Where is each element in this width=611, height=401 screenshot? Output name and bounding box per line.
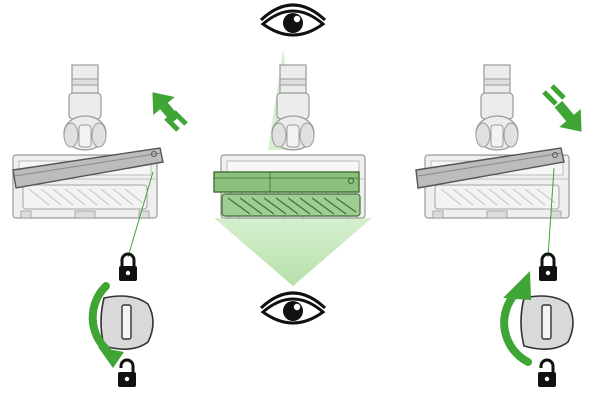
leader-line xyxy=(127,171,154,258)
cleaner-head-left xyxy=(12,64,158,219)
rotate-counterclockwise-arrow-icon xyxy=(88,282,124,368)
locked-padlock-icon xyxy=(537,252,559,283)
wand-middle xyxy=(271,64,315,151)
speed-line xyxy=(172,110,188,126)
lid-right xyxy=(415,147,565,189)
speed-line xyxy=(550,84,566,100)
eye-icon-top xyxy=(259,3,327,37)
wand-right xyxy=(475,64,519,151)
wand-left xyxy=(63,64,107,151)
lid-left xyxy=(12,147,164,189)
leader-line xyxy=(547,167,555,258)
unlocked-padlock-icon xyxy=(536,358,558,389)
lock-dial xyxy=(520,295,574,351)
arrow-down-right-icon xyxy=(554,100,582,132)
lock-dial xyxy=(100,295,154,351)
rotate-clockwise-arrow-icon xyxy=(500,271,532,366)
unlocked-padlock-icon xyxy=(116,358,138,389)
view-beam-bottom xyxy=(214,218,372,286)
locked-padlock-icon xyxy=(117,252,139,283)
panel-right xyxy=(415,64,582,389)
cleaner-head-right xyxy=(424,64,570,219)
eye-icon-bottom xyxy=(259,291,327,325)
panel-left xyxy=(12,64,188,389)
speed-line xyxy=(164,116,180,132)
panel-middle xyxy=(213,3,372,325)
arrow-up-left-icon xyxy=(152,92,180,124)
brush-bar-highlight xyxy=(213,171,361,217)
speed-line xyxy=(542,90,558,106)
